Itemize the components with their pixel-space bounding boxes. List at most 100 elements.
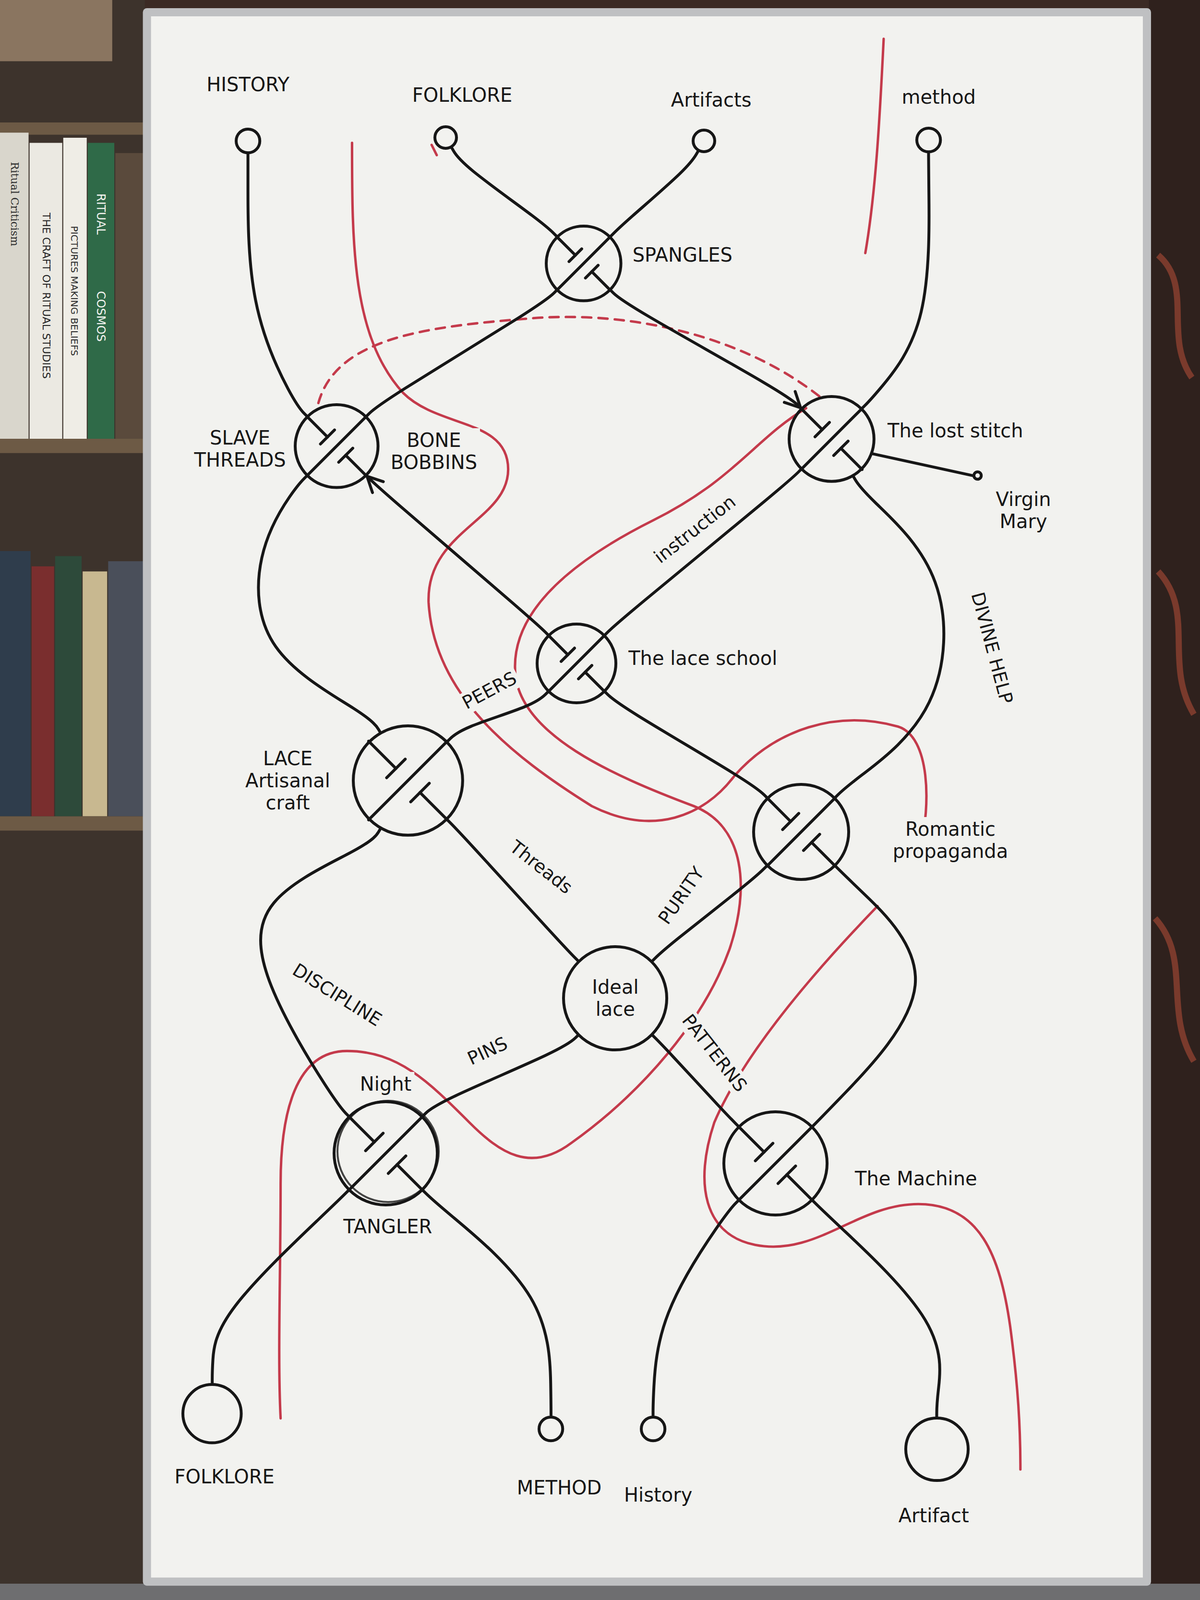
strand-label: instruction bbox=[647, 489, 743, 570]
ring-outline bbox=[236, 129, 260, 153]
crossing-circle: Romantic propaganda bbox=[752, 782, 851, 881]
wall-pattern bbox=[1154, 254, 1194, 1061]
terminal-circle: Artifacts bbox=[691, 128, 717, 154]
crossing-circle: SPANGLES bbox=[544, 224, 623, 303]
terminal-circle: FOLKLORE bbox=[181, 1382, 243, 1445]
node-label: Romantic propaganda bbox=[889, 816, 1011, 864]
book-spine bbox=[87, 143, 115, 439]
red-dashed-strand bbox=[318, 316, 822, 403]
crossing-mark bbox=[548, 635, 605, 692]
crossing-mark bbox=[578, 665, 592, 679]
strand-label: DISCIPLINE bbox=[285, 957, 388, 1032]
shelf-board bbox=[0, 816, 145, 831]
crossing-mark bbox=[338, 447, 353, 462]
node-ring bbox=[752, 782, 851, 881]
shelf-object bbox=[0, 0, 113, 62]
ring-outline bbox=[434, 126, 457, 149]
node-ring bbox=[904, 1416, 970, 1482]
crossing-circle: The Machine bbox=[722, 1110, 829, 1217]
strand-connector bbox=[605, 692, 767, 797]
crossing-mark bbox=[306, 416, 367, 476]
crossing-mark bbox=[386, 759, 406, 779]
crossing-mark bbox=[766, 797, 791, 822]
crossing-circle: LACE Artisanal craft bbox=[351, 724, 465, 837]
strand-connector bbox=[862, 153, 929, 408]
ring-outline bbox=[723, 1111, 828, 1215]
concept-circle: Ideal lace bbox=[562, 945, 669, 1052]
strand-label: PINS bbox=[461, 1031, 515, 1071]
strand-label: DIVINE HELP bbox=[965, 587, 1019, 709]
strand-label: PURITY bbox=[652, 860, 711, 931]
node-ring bbox=[181, 1382, 243, 1445]
node-ring bbox=[293, 403, 380, 490]
terminal-circle: FOLKLORE bbox=[433, 125, 458, 150]
crossing-mark bbox=[368, 741, 396, 769]
ring-outline bbox=[693, 130, 715, 152]
crossing-mark bbox=[306, 416, 328, 437]
crossing-mark bbox=[396, 1164, 423, 1191]
strand-connector bbox=[872, 453, 972, 476]
crossing-mark bbox=[569, 248, 582, 262]
crossing-mark bbox=[801, 408, 823, 430]
node-label: Virgin Mary bbox=[992, 487, 1054, 534]
strand-connector bbox=[367, 290, 557, 416]
strand-connector bbox=[423, 1190, 552, 1416]
node-ring bbox=[351, 724, 465, 837]
strand-label: PEERS bbox=[456, 666, 524, 716]
ring-outline bbox=[537, 624, 616, 703]
wall-hanging bbox=[1149, 0, 1200, 1600]
ring-outline bbox=[563, 946, 667, 1050]
crossing-mark bbox=[388, 1155, 407, 1174]
node-label: The lost stitch bbox=[884, 418, 1027, 443]
red-mark bbox=[431, 144, 437, 156]
crossing-mark bbox=[811, 841, 836, 866]
crossing-mark bbox=[801, 408, 863, 469]
crossing-mark bbox=[410, 783, 430, 803]
crossing-mark bbox=[561, 648, 575, 662]
strand-label: PATTERNS bbox=[675, 1007, 754, 1099]
ring-outline bbox=[546, 226, 622, 301]
node-ring bbox=[972, 470, 983, 481]
crossing-mark bbox=[585, 672, 605, 692]
crossing-mark bbox=[815, 422, 830, 437]
strand-connector bbox=[611, 290, 801, 408]
book-spine bbox=[108, 561, 145, 816]
node-ring bbox=[544, 224, 623, 303]
ring-outline bbox=[539, 1416, 563, 1441]
book-spine bbox=[55, 555, 82, 816]
crossing-mark bbox=[778, 1165, 796, 1184]
book-spine bbox=[31, 566, 55, 817]
crossing-circle: The lost stitch bbox=[787, 395, 876, 483]
crossing-mark bbox=[420, 792, 448, 820]
node-ring bbox=[691, 128, 717, 154]
strand-connector bbox=[258, 476, 380, 732]
crossing-mark bbox=[368, 741, 448, 820]
book-spine bbox=[115, 153, 145, 439]
node-label: History bbox=[621, 1482, 696, 1507]
ring-outline bbox=[916, 128, 941, 152]
board-frame bbox=[143, 8, 1152, 1586]
node-ring bbox=[722, 1110, 829, 1217]
crossing-mark bbox=[556, 236, 576, 255]
node-label: SPANGLES bbox=[629, 242, 736, 267]
node-label: FOLKLORE bbox=[409, 83, 516, 108]
crossing-mark bbox=[738, 1126, 813, 1201]
book-spine bbox=[63, 137, 87, 439]
node-label: SLAVE THREADS bbox=[191, 425, 289, 472]
crossing-mark bbox=[803, 834, 820, 851]
strand-label: Threads bbox=[503, 834, 579, 900]
crossing-mark bbox=[548, 635, 568, 655]
node-label: The lace school bbox=[625, 646, 780, 671]
red-strand bbox=[704, 906, 1021, 1470]
strand-connector bbox=[248, 154, 307, 416]
crossing-mark bbox=[556, 236, 611, 290]
crossing-mark bbox=[591, 271, 611, 291]
strand-connector bbox=[611, 151, 698, 236]
book-title: COSMOS bbox=[94, 288, 108, 344]
crossing-circle: NightTANGLER bbox=[332, 1100, 439, 1207]
strand-connector bbox=[813, 866, 916, 1127]
node-ring bbox=[332, 1100, 439, 1207]
